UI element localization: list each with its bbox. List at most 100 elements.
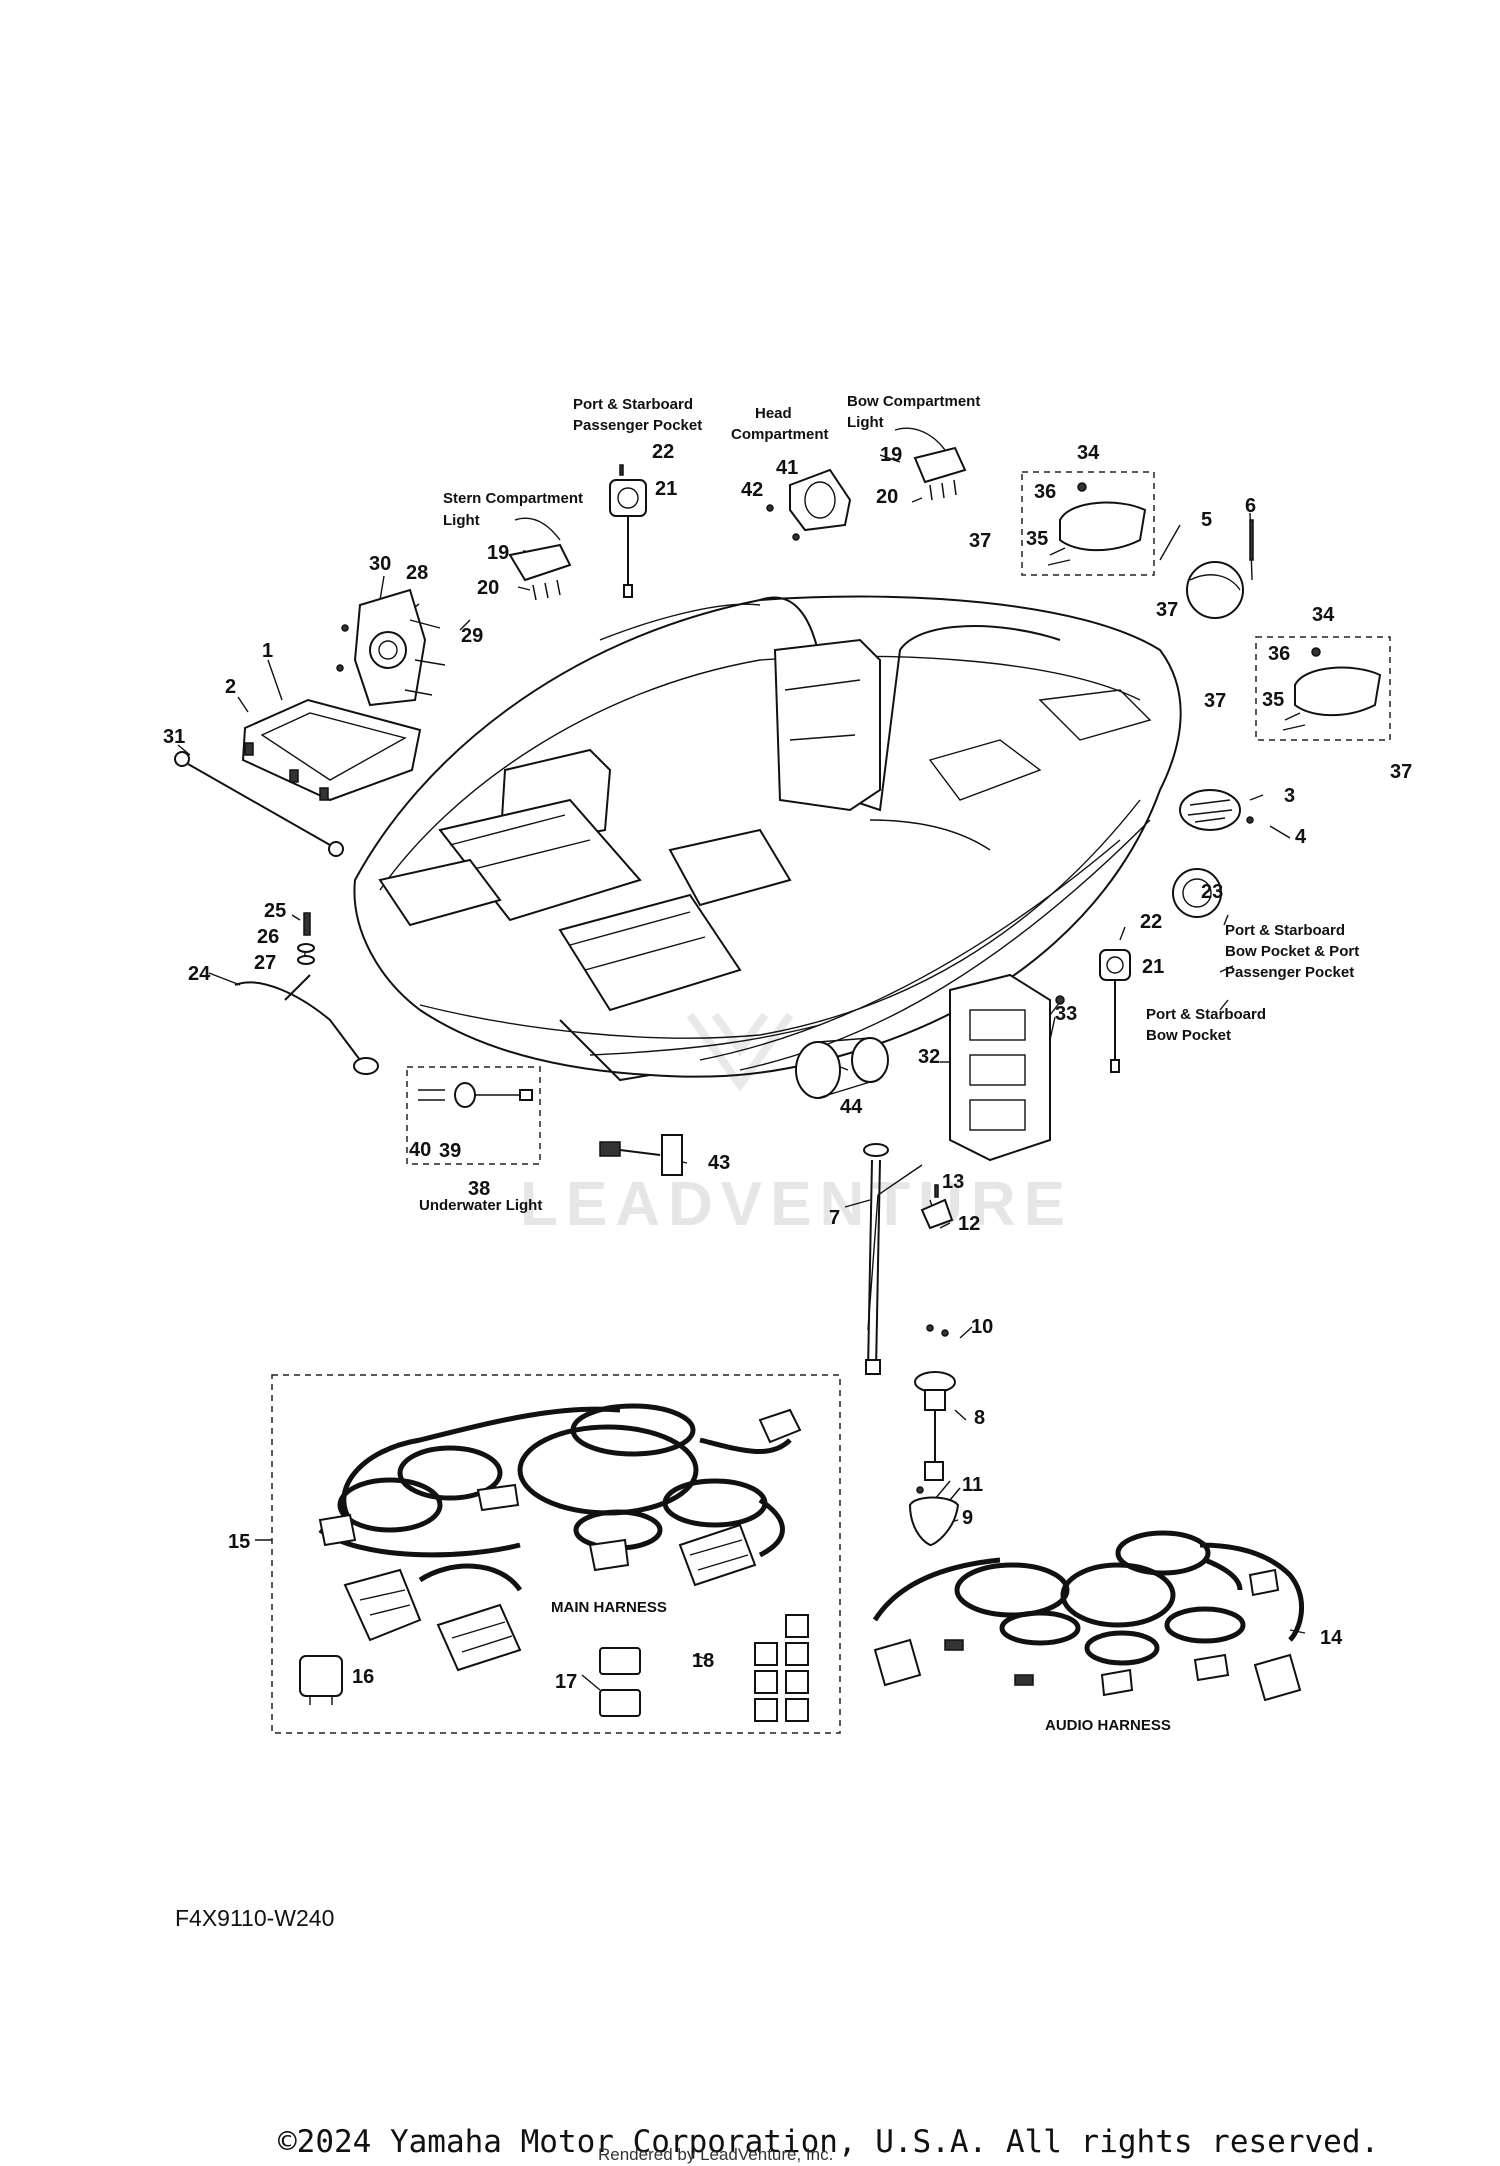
callout: 23 (1201, 881, 1223, 903)
callout: 42 (741, 479, 763, 501)
callout: 37 (1156, 599, 1178, 621)
part-17-connectors (599, 1647, 641, 1717)
callout: 14 (1320, 1627, 1343, 1649)
callout: 19 (880, 444, 902, 466)
callout: 41 (776, 457, 798, 479)
callout: 37 (1390, 761, 1412, 783)
part-23-usb-socket (1172, 868, 1222, 918)
part-44-socket (795, 1037, 889, 1099)
part-35-cover-b (1282, 647, 1382, 731)
callout: 22 (652, 441, 674, 463)
caption-audio-harness: AUDIO HARNESS (1045, 1717, 1171, 1734)
caption-bow-pocket-multi-line1: Port & Starboard (1225, 922, 1345, 939)
part-28-bracket (336, 588, 446, 707)
watermark-logo: LEADVENTURE (520, 1012, 1073, 1239)
part-19-stern-light (508, 517, 572, 601)
callout: 8 (974, 1407, 985, 1429)
callout: 5 (1201, 509, 1212, 531)
callout: 33 (1055, 1003, 1077, 1025)
callout: 22 (1140, 911, 1162, 933)
callout: 34 (1077, 442, 1100, 464)
part-31-cable (174, 751, 344, 857)
part-32-housing (949, 973, 1051, 1162)
part-9-cup (908, 1496, 960, 1547)
callout: 6 (1245, 495, 1256, 517)
diagram-code: F4X9110-W240 (175, 1905, 334, 1931)
part-3-grill (1179, 789, 1254, 831)
part-41-speaker (766, 468, 852, 541)
part-33-screw (1055, 995, 1065, 1005)
caption-bow-light-line1: Bow Compartment (847, 393, 980, 410)
callout: 29 (461, 625, 483, 647)
callout: 43 (708, 1152, 730, 1174)
callout: 28 (406, 562, 428, 584)
part-24-cable (234, 974, 379, 1075)
callout-numbers: 1 2 3 4 5 6 7 8 9 10 11 12 13 14 15 16 1… (163, 441, 1412, 1693)
part-21-pocket-light (609, 464, 647, 598)
part-1-tray (241, 698, 422, 802)
caption-bow-light-line2: Light (847, 414, 884, 431)
callout: 35 (1026, 528, 1048, 550)
part-21-bow-pocket-light (1099, 949, 1131, 1073)
callout: 19 (487, 542, 509, 564)
callout: 35 (1262, 689, 1284, 711)
watermark-text: LEADVENTURE (520, 1170, 1073, 1239)
part-5-cap (1186, 519, 1254, 619)
callout: 32 (918, 1046, 940, 1068)
part-14-audio-harness (872, 1530, 1305, 1702)
caption-stern-light-line1: Stern Compartment (443, 490, 583, 507)
callout: 36 (1034, 481, 1056, 503)
callout: 16 (352, 1666, 374, 1688)
part-39-underwater-light (418, 1082, 533, 1108)
group-box-34-b (1255, 636, 1391, 741)
callout: 37 (1204, 690, 1226, 712)
part-19-bow-light (894, 427, 967, 501)
caption-bow-pocket-line2: Bow Pocket (1146, 1027, 1231, 1044)
part-15-main-harness (318, 1403, 802, 1672)
callout: 24 (188, 963, 211, 985)
group-box-34-a (1021, 471, 1155, 576)
main-harness-box (271, 1374, 841, 1734)
callout: 18 (692, 1650, 714, 1672)
callout: 3 (1284, 785, 1295, 807)
caption-passenger-pocket-line1: Port & Starboard (573, 396, 693, 413)
callout: 1 (262, 640, 273, 662)
callout: 20 (876, 486, 898, 508)
callout: 31 (163, 726, 185, 748)
callout: 15 (228, 1531, 250, 1553)
callout: 10 (971, 1316, 993, 1338)
caption-stern-light-line2: Light (443, 512, 480, 529)
callout: 17 (555, 1671, 577, 1693)
callout: 11 (962, 1474, 983, 1496)
callout: 36 (1268, 643, 1290, 665)
callout: 40 (409, 1139, 431, 1161)
caption-head-compartment-line2: Compartment (731, 426, 829, 443)
callout: 21 (655, 478, 677, 500)
caption-head-compartment-line1: Head (755, 405, 792, 422)
callout: 7 (829, 1207, 840, 1229)
callout: 4 (1295, 826, 1307, 848)
captions: Port & Starboard Passenger Pocket Head C… (419, 393, 1359, 1734)
caption-bow-pocket-line1: Port & Starboard (1146, 1006, 1266, 1023)
callout: 39 (439, 1140, 461, 1162)
callout: 21 (1142, 956, 1164, 978)
callout: 26 (257, 926, 279, 948)
callout: 27 (254, 952, 276, 974)
boat-hull (353, 595, 1182, 1082)
copyright-notice: ©2024 Yamaha Motor Corporation, U.S.A. A… (278, 2124, 1379, 2160)
callout: 2 (225, 676, 236, 698)
callout: 34 (1312, 604, 1335, 626)
callout: 38 (468, 1178, 490, 1200)
parts-25-27-fasteners (297, 912, 315, 965)
part-43-sensor (599, 1134, 683, 1176)
callout: 20 (477, 577, 499, 599)
callout: 44 (840, 1096, 863, 1118)
callout: 13 (942, 1171, 964, 1193)
caption-underwater-light: Underwater Light (419, 1197, 542, 1214)
callout: 37 (969, 530, 991, 552)
part-16-relay (299, 1655, 343, 1705)
callout: 9 (962, 1507, 973, 1529)
caption-bow-pocket-multi-line2: Bow Pocket & Port (1225, 943, 1359, 960)
callout: 30 (369, 553, 391, 575)
